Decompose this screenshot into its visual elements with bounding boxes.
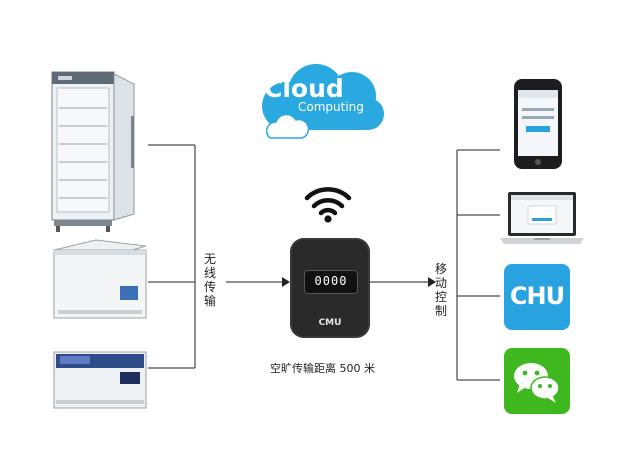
laptop-image (500, 192, 584, 244)
cmu-app-icon: CHU (504, 264, 570, 330)
cmu-device: 0000 CMU (290, 238, 370, 338)
arrow-head-to-device (282, 277, 290, 287)
cloud-icon (262, 64, 384, 139)
deep-freezer-image (53, 351, 147, 409)
arrow-head-from-device (428, 277, 436, 287)
wifi-icon (304, 187, 352, 223)
device-display: 0000 (304, 270, 358, 294)
upright-fridge-image (51, 71, 135, 232)
mobile-control-label: 移动控制 (434, 262, 447, 318)
device-brand-label: CMU (318, 318, 342, 328)
transmission-distance-caption: 空旷传输距离 500 米 (270, 362, 375, 375)
cloud-title-word2: Computing (298, 100, 364, 114)
wireless-transmission-label: 无线传输 (203, 252, 216, 308)
chest-freezer-image (53, 239, 147, 319)
cloud-title-word1: Cloud (264, 74, 344, 103)
cmu-app-logo-text: CHU (509, 282, 565, 310)
smartphone-image (514, 79, 562, 169)
device-display-digits: 0000 (314, 274, 348, 288)
wechat-icon (504, 348, 570, 414)
